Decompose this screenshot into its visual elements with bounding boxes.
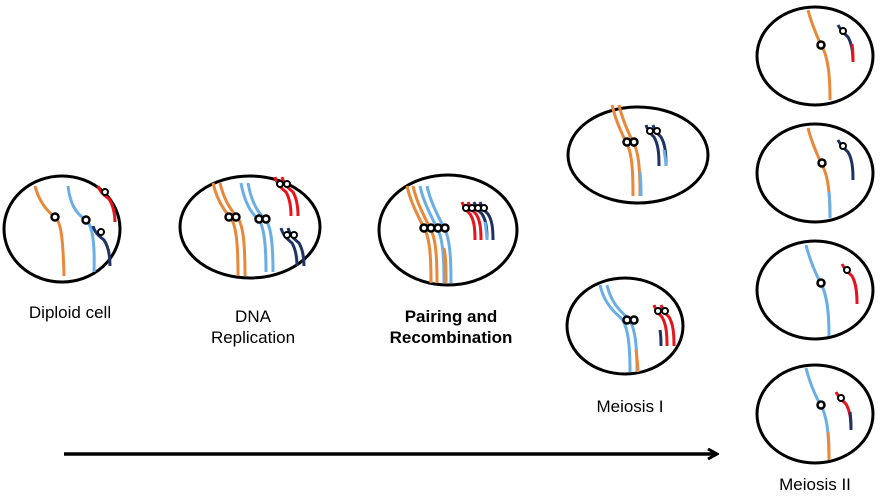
meiosis2-cell-3 [755, 239, 875, 341]
homolog-pair-long [405, 185, 453, 284]
chromosome-orange-sisters [610, 104, 643, 197]
crossover-segment [483, 221, 489, 241]
meiosis2-cell-2 [755, 122, 875, 224]
meiosis2-cell-1 [755, 5, 875, 107]
chromosome-red-short [96, 185, 117, 223]
chromosome-blue-long [66, 185, 96, 273]
chromosome-orange-duplicated [211, 182, 247, 277]
chromosome-red-duplicated [273, 176, 300, 217]
label-dna-replication: DNA Replication [192, 306, 314, 348]
diploid-cell [2, 174, 122, 284]
centromere [81, 215, 91, 225]
cell-membrane [178, 174, 322, 280]
chromosome-blue-duplicated [239, 182, 275, 273]
chromosome-navy-short [91, 225, 112, 267]
cell-membrane [755, 5, 875, 107]
label-meiosis-2: Meiosis II [779, 475, 851, 494]
replication-cell [178, 174, 322, 280]
cell-membrane [2, 174, 122, 284]
centromere [97, 228, 105, 236]
chromosome-navy-duplicated [279, 227, 306, 267]
meiosis1-cell-bottom [565, 276, 685, 376]
centromere [50, 212, 60, 222]
label-dna-line2: Replication [210, 328, 296, 347]
cell-membrane [755, 122, 875, 224]
label-meiosis-1: Meiosis I [596, 397, 664, 416]
chromosome-navy-sisters [644, 124, 668, 167]
label-pairing-recombination: Pairing and Recombination [372, 306, 530, 348]
label-dna-line1: DNA [235, 307, 271, 326]
homolog-pair-short [460, 201, 495, 241]
crossover-segment [442, 247, 448, 284]
centromere [101, 188, 109, 196]
chromosome-orange-long [33, 185, 66, 277]
cell-membrane [755, 363, 875, 465]
chromosome-red-sisters [652, 304, 676, 347]
pairing-cell [377, 173, 519, 287]
label-pairing-line1: Pairing and [404, 307, 498, 326]
label-diploid-cell: Diploid cell [28, 303, 112, 322]
meiosis2-cell-4 [755, 363, 875, 465]
meiosis1-cell-top [566, 104, 710, 205]
label-pairing-line2: Recombination [389, 328, 513, 347]
chromosome-blue-sisters [598, 284, 640, 373]
